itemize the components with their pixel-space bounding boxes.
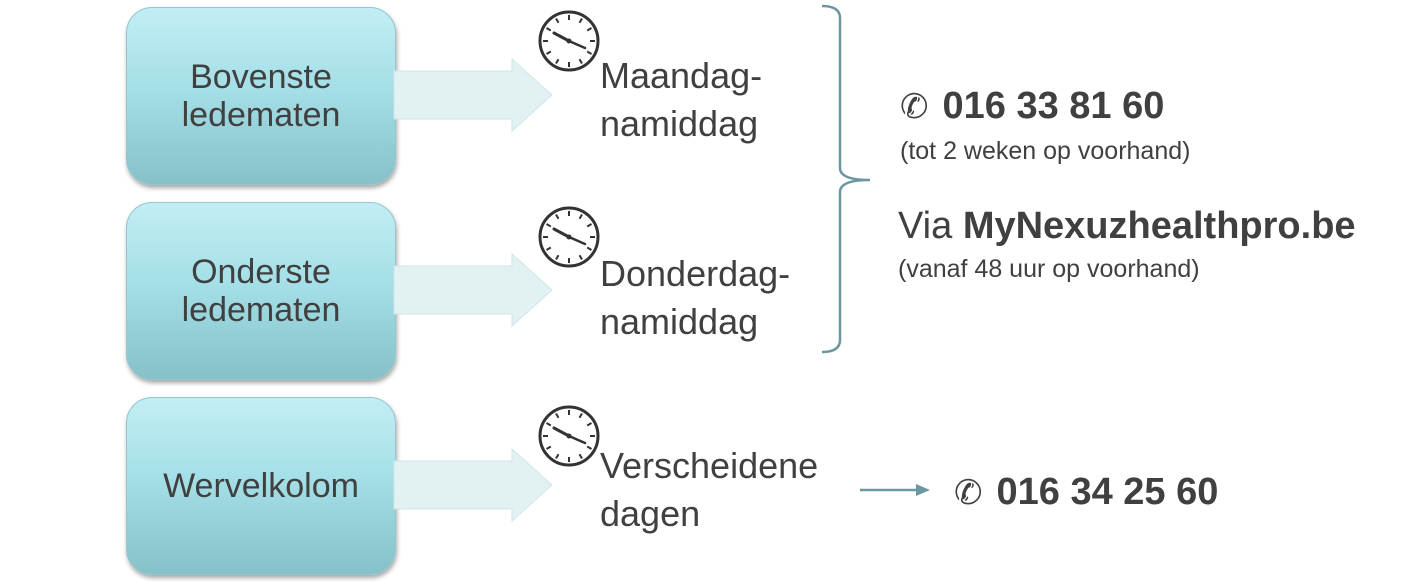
slot-verscheidene: Verscheidene dagen [600, 442, 818, 538]
slot-label-line: namiddag [600, 103, 759, 144]
phone-icon: ✆ [954, 474, 983, 512]
box-label-line: Wervelkolom [163, 467, 359, 505]
slot-label-line: Maandag- [600, 55, 763, 96]
slot-label-line: namiddag [600, 301, 759, 342]
box-label-line: ledematen [181, 291, 341, 329]
booking-phone-number: 016 33 81 60 [942, 85, 1165, 127]
block-arrow [393, 252, 553, 328]
block-arrow [393, 57, 553, 133]
spine-phone-number: 016 34 25 60 [996, 471, 1219, 513]
slot-maandag: Maandag- namiddag [600, 52, 762, 148]
phone-icon: ✆ [900, 88, 929, 126]
slot-label-line: dagen [600, 493, 701, 534]
booking-website: Via MyNexuzhealthpro.be [898, 205, 1356, 248]
website-link: MyNexuzhealthpro.be [962, 205, 1356, 247]
clock-icon [538, 405, 600, 467]
box-label-line: ledematen [181, 96, 341, 134]
booking-site-note: (vanaf 48 uur op voorhand) [898, 255, 1200, 283]
slot-label-line: Verscheidene [600, 445, 819, 486]
booking-phone-note: (tot 2 weken op voorhand) [900, 137, 1191, 165]
box-wervelkolom: Wervelkolom [126, 397, 396, 575]
box-label-line: Bovenste [190, 58, 332, 96]
small-arrow [860, 484, 930, 496]
clock-icon [538, 10, 600, 72]
clock-icon [538, 206, 600, 268]
spine-phone: ✆ 016 34 25 60 [954, 470, 1218, 515]
block-arrow [393, 447, 553, 523]
right-bracket [821, 4, 871, 354]
slot-label-line: Donderdag- [600, 253, 791, 294]
slot-donderdag: Donderdag- namiddag [600, 250, 790, 346]
booking-phone: ✆ 016 33 81 60 [900, 84, 1164, 129]
box-label-line: Onderste [191, 253, 331, 291]
via-prefix: Via [898, 205, 953, 247]
